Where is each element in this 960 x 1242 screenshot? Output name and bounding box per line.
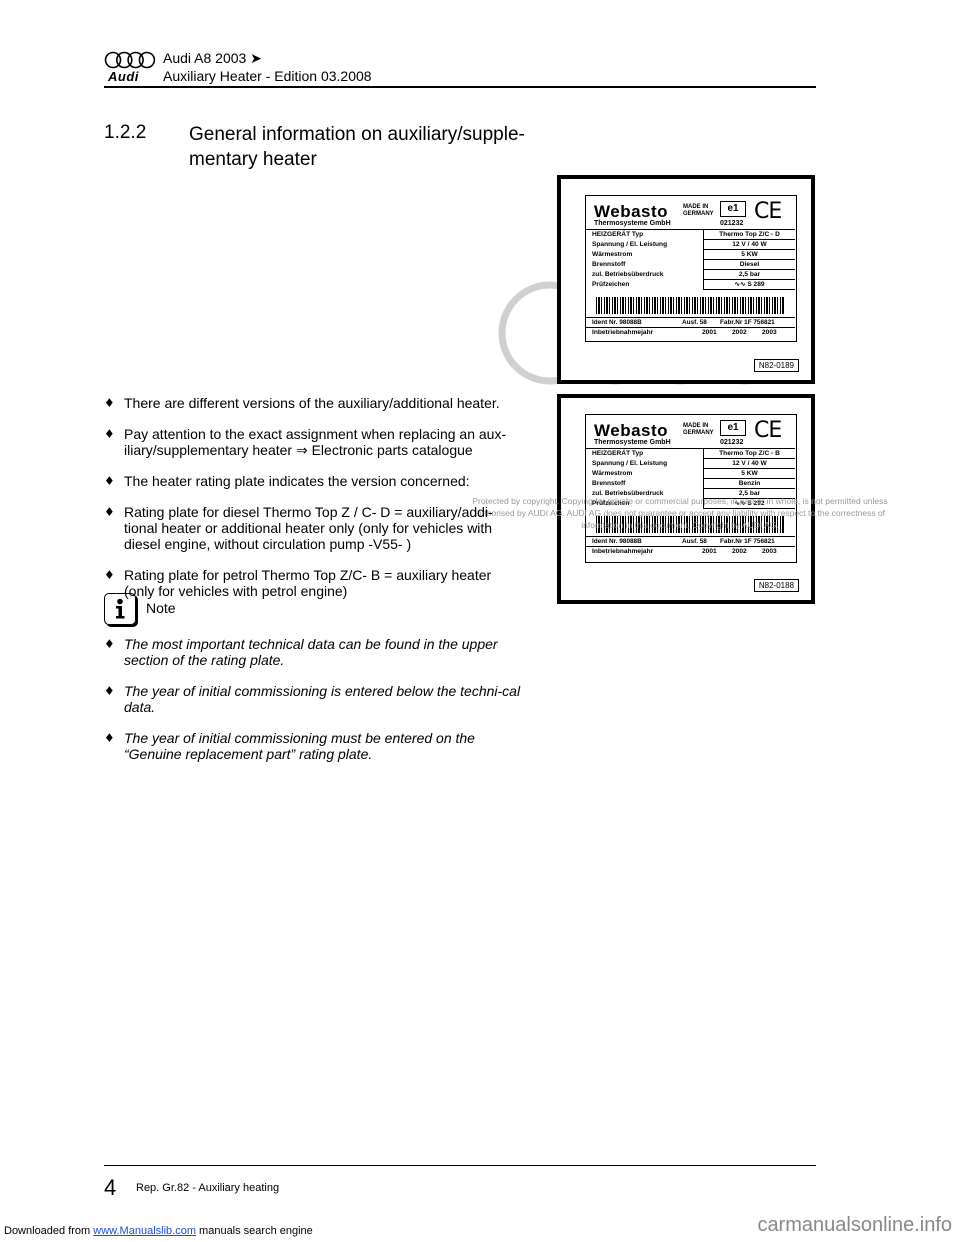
list-item: ♦The heater rating plate indicates the v… [104, 473, 470, 489]
plate-barcode [596, 516, 784, 533]
plate-e-mark: e1 [720, 201, 746, 217]
plate-brand-sub: Thermosysteme GmbH [594, 220, 671, 227]
section-number: 1.2.2 [104, 122, 147, 143]
list-item: ♦Rating plate for diesel Thermo Top Z / … [104, 504, 493, 552]
list-item: ♦The most important technical data can b… [104, 636, 498, 668]
plate-brand: Webasto [594, 202, 669, 221]
figure-ref: N82-0188 [753, 579, 799, 592]
figure-ref: N82-0189 [753, 359, 799, 372]
header-subtitle: Auxiliary Heater - Edition 03.2008 [163, 68, 372, 84]
diamond-bullet-icon: ♦ [104, 637, 115, 651]
diamond-bullet-icon: ♦ [104, 427, 115, 441]
diamond-bullet-icon: ♦ [104, 505, 115, 519]
diamond-bullet-icon: ♦ [104, 731, 115, 745]
section-title: General information on auxiliary/supple-… [189, 124, 525, 170]
diamond-bullet-icon: ♦ [104, 684, 115, 698]
plate-ident-row: Ident Nr. 98088B Ausf. 58 Fabr.Nr 1F 756… [586, 536, 795, 547]
plate-brand: Webasto [594, 421, 669, 440]
audi-wordmark: Audi [108, 69, 139, 84]
plate-approval: 021232 [720, 439, 744, 446]
download-source: Downloaded from www.Manualslib.com manua… [4, 1225, 313, 1237]
header-model[interactable]: Audi A8 2003 ➤ [163, 50, 262, 66]
manualslib-link[interactable]: www.Manualslib.com [93, 1225, 196, 1237]
ce-mark-icon: CE [754, 418, 782, 443]
plate-e-mark: e1 [720, 420, 746, 436]
site-brand: carmanualsonline.info [757, 1214, 952, 1236]
copyright-watermark: Protected by copyright. Copying for priv… [472, 496, 888, 530]
list-item: ♦The year of initial commissioning is en… [104, 683, 521, 715]
note-label: Note [146, 600, 176, 616]
plate-year-row: Inbetriebnahmejahr 2001 2002 2003 [586, 546, 795, 557]
audi-rings-logo [104, 51, 156, 69]
diamond-bullet-icon: ♦ [104, 396, 115, 410]
list-item: ♦Pay attention to the exact assignment w… [104, 426, 507, 458]
footer-text: Rep. Gr.82 - Auxiliary heating [136, 1182, 280, 1194]
list-item: ♦Rating plate for petrol Thermo Top Z/C-… [104, 567, 492, 599]
diamond-bullet-icon: ♦ [104, 568, 115, 582]
footer-divider [104, 1165, 816, 1166]
info-note-icon [104, 593, 136, 625]
plate-ident-row: Ident Nr. 98088B Ausf. 58 Fabr.Nr 1F 756… [586, 317, 795, 328]
plate-year-row: Inbetriebnahmejahr 2001 2002 2003 [586, 327, 795, 338]
note-list: ♦The most important technical data can b… [104, 636, 524, 777]
info-bullet-list: ♦There are different versions of the aux… [104, 395, 524, 614]
list-item: ♦There are different versions of the aux… [104, 395, 500, 411]
plate-barcode [596, 297, 784, 314]
page-number: 4 [104, 1175, 117, 1200]
header-divider [104, 86, 816, 88]
plate-brand-sub: Thermosysteme GmbH [594, 439, 671, 446]
list-item: ♦The year of initial commissioning must … [104, 730, 475, 762]
plate-approval: 021232 [720, 220, 744, 227]
diamond-bullet-icon: ♦ [104, 474, 115, 488]
ce-mark-icon: CE [754, 199, 782, 224]
